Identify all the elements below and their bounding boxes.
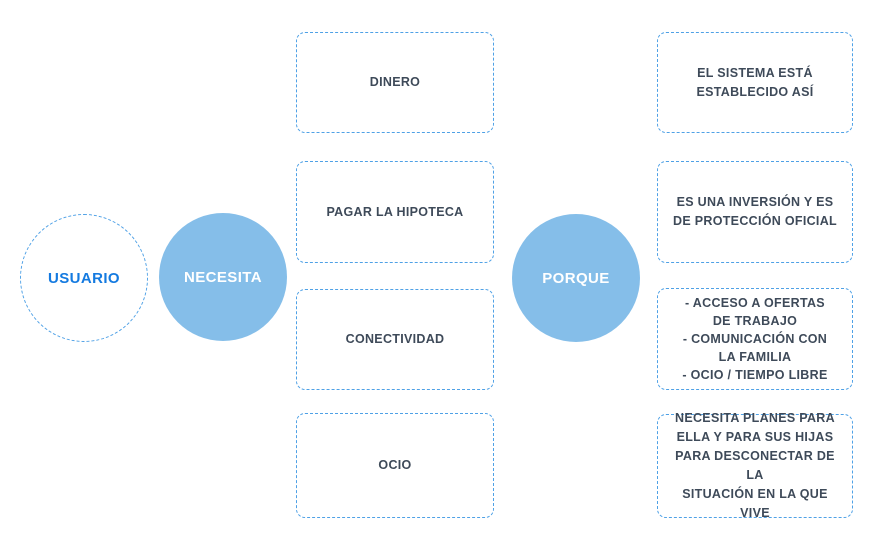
node-porque-label: PORQUE [542, 269, 610, 287]
need-box-ocio: OCIO [296, 413, 494, 518]
node-necesita-label: NECESITA [184, 268, 262, 286]
node-porque: PORQUE [512, 214, 640, 342]
reason-box-sistema-establecido: EL SISTEMA ESTÁ ESTABLECIDO ASÍ [657, 32, 853, 133]
reason-box-inversion-proteccion-label: ES UNA INVERSIÓN Y ES DE PROTECCIÓN OFIC… [673, 195, 837, 228]
need-box-ocio-label: OCIO [378, 458, 412, 472]
need-box-conectividad: CONECTIVIDAD [296, 289, 494, 390]
reason-box-planes-desconectar-label: NECESITA PLANES PARA ELLA Y PARA SUS HIJ… [675, 411, 835, 520]
reason-box-planes-desconectar: NECESITA PLANES PARA ELLA Y PARA SUS HIJ… [657, 411, 853, 520]
need-box-dinero: DINERO [296, 32, 494, 133]
node-usuario-label: USUARIO [48, 269, 120, 287]
reason-box-inversion-proteccion: ES UNA INVERSIÓN Y ES DE PROTECCIÓN OFIC… [657, 161, 853, 263]
need-box-conectividad-label: CONECTIVIDAD [345, 332, 445, 346]
need-box-pagar-la-hipoteca-label: PAGAR LA HIPOTECA [326, 204, 464, 219]
node-necesita: NECESITA [159, 213, 287, 341]
reason-box-acceso-comunicacion-ocio: - ACCESO A OFERTAS DE TRABAJO - COMUNICA… [657, 288, 853, 390]
reason-box-sistema-establecido-label: EL SISTEMA ESTÁ ESTABLECIDO ASÍ [696, 65, 814, 99]
node-usuario: USUARIO [20, 214, 148, 342]
need-box-pagar-la-hipoteca: PAGAR LA HIPOTECA [296, 161, 494, 263]
reason-box-acceso-comunicacion-ocio-label: - ACCESO A OFERTAS DE TRABAJO - COMUNICA… [682, 296, 828, 382]
need-box-dinero-label: DINERO [369, 75, 421, 89]
